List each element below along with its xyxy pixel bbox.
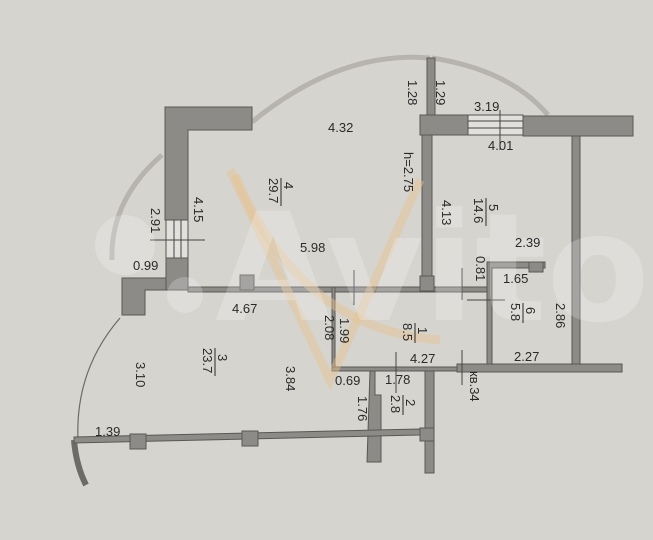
wall-top-left <box>419 114 469 136</box>
svg-text:23.7: 23.7 <box>200 348 215 373</box>
dim-label: 0.99 <box>133 258 158 273</box>
room-4-label: 4 29.7 <box>266 178 296 206</box>
svg-text:2.8: 2.8 <box>388 395 403 413</box>
dim-label: 4.67 <box>232 301 257 316</box>
column-2 <box>419 275 435 292</box>
apartment-number-label: кв.34 <box>467 371 482 402</box>
balcony-arc-left <box>109 153 164 261</box>
svg-text:4: 4 <box>281 182 296 189</box>
dimension-labels: 1.28 1.29 3.19 4.01 4.32 4.15 2.91 0.99 … <box>95 80 568 439</box>
svg-text:1: 1 <box>415 327 430 334</box>
dim-label: 1.76 <box>355 396 370 421</box>
wall-l-shape <box>164 106 253 221</box>
dim-label: 2.08 <box>322 315 337 340</box>
svg-text:2: 2 <box>403 399 418 406</box>
dim-label: 1.65 <box>503 271 528 286</box>
dim-label: 4.01 <box>488 138 513 153</box>
room-6-label: 6 5.8 <box>508 303 538 323</box>
dim-label: 5.98 <box>300 240 325 255</box>
dim-label: 1.28 <box>405 80 420 105</box>
svg-text:3: 3 <box>215 354 230 361</box>
bathroom-shaft <box>528 261 544 273</box>
wall-room-2-left <box>366 370 382 463</box>
dim-label: 1.78 <box>385 372 410 387</box>
wall-bottom-right <box>456 363 623 373</box>
svg-text:6: 6 <box>523 307 538 314</box>
dim-label: 4.13 <box>439 200 454 225</box>
svg-text:Avito: Avito <box>215 182 650 356</box>
balcony-arc-top-right <box>431 55 550 117</box>
dim-label: 1.29 <box>433 80 448 105</box>
ceiling-height-label: h=2.75 <box>401 152 416 192</box>
dim-label: 2.86 <box>553 303 568 328</box>
room-5-label: 5 14.6 <box>471 198 501 226</box>
wall-corner-left <box>121 277 188 316</box>
balcony-arc-top-left <box>250 54 431 124</box>
dim-label: 2.91 <box>148 208 163 233</box>
column-4 <box>129 433 147 450</box>
room-labels: 4 29.7 5 14.6 6 5.8 1 8.5 3 23.7 <box>200 178 538 415</box>
dim-label: 3.10 <box>133 362 148 387</box>
dim-label: 4.15 <box>191 197 206 222</box>
dim-label: 0.81 <box>473 256 488 281</box>
dim-label: 4.32 <box>328 120 353 135</box>
dim-label: 2.27 <box>514 349 539 364</box>
window-left <box>165 219 189 259</box>
column-1 <box>239 274 255 291</box>
dim-label: 3.19 <box>474 99 499 114</box>
dim-label: 3.84 <box>283 366 298 391</box>
svg-text:5.8: 5.8 <box>508 303 523 321</box>
bay-window-wall-end <box>71 439 89 487</box>
room-1-label: 1 8.5 <box>400 323 430 343</box>
dim-label: 1.99 <box>337 318 352 343</box>
svg-text:8.5: 8.5 <box>400 323 415 341</box>
dim-label: 1.39 <box>95 424 120 439</box>
wall-top-right <box>522 115 634 137</box>
wall-room-2-right <box>424 370 435 474</box>
room-3-label: 3 23.7 <box>200 348 230 376</box>
avito-watermark: Avito <box>95 168 650 391</box>
bay-window-arc <box>77 317 121 441</box>
svg-text:14.6: 14.6 <box>471 198 486 223</box>
svg-text:29.7: 29.7 <box>266 178 281 203</box>
room-2-label: 2 2.8 <box>388 395 418 415</box>
column-5 <box>241 430 259 447</box>
dim-label: 0.69 <box>335 373 360 388</box>
svg-text:5: 5 <box>486 204 501 211</box>
dim-label: 2.39 <box>515 235 540 250</box>
window-top <box>467 114 524 136</box>
dim-label: 4.27 <box>410 351 435 366</box>
column-3 <box>419 427 435 442</box>
